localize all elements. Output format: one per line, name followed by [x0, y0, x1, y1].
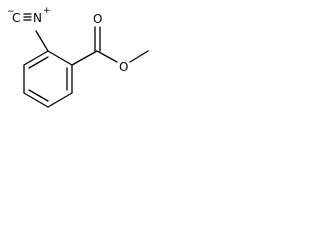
ring-bond-upper-left: [23, 50, 49, 66]
ring-double-bond-inner-bottom: [28, 89, 49, 102]
ring-double-bond-inner-top: [28, 56, 49, 69]
benzene-ring: [23, 50, 73, 108]
isocyanide-group: C − N +: [7, 6, 51, 52]
ring-bond-bottom-right: [47, 92, 73, 108]
isocyanide-carbon-charge: −: [7, 7, 15, 17]
ring-bond-bottom-left: [23, 92, 49, 108]
ring-to-carbonyl-bond: [71, 50, 98, 66]
methyl-ester-group: O O: [71, 12, 149, 74]
isocyanide-carbon-label: C: [12, 11, 20, 25]
chemical-structure: C − N + O O: [7, 6, 149, 108]
isocyanide-nitrogen-label: N: [33, 11, 42, 25]
ester-oxygen-label: O: [119, 60, 128, 74]
carbonyl-to-ester-oxygen-bond: [96, 50, 118, 63]
ring-bond-top-left: [47, 50, 73, 66]
ring-to-nitrogen-bond: [35, 30, 49, 52]
carbonyl-oxygen-label: O: [93, 12, 102, 26]
ester-oxygen-to-methyl-bond: [129, 50, 149, 63]
isocyanide-nitrogen-charge: +: [43, 6, 51, 16]
